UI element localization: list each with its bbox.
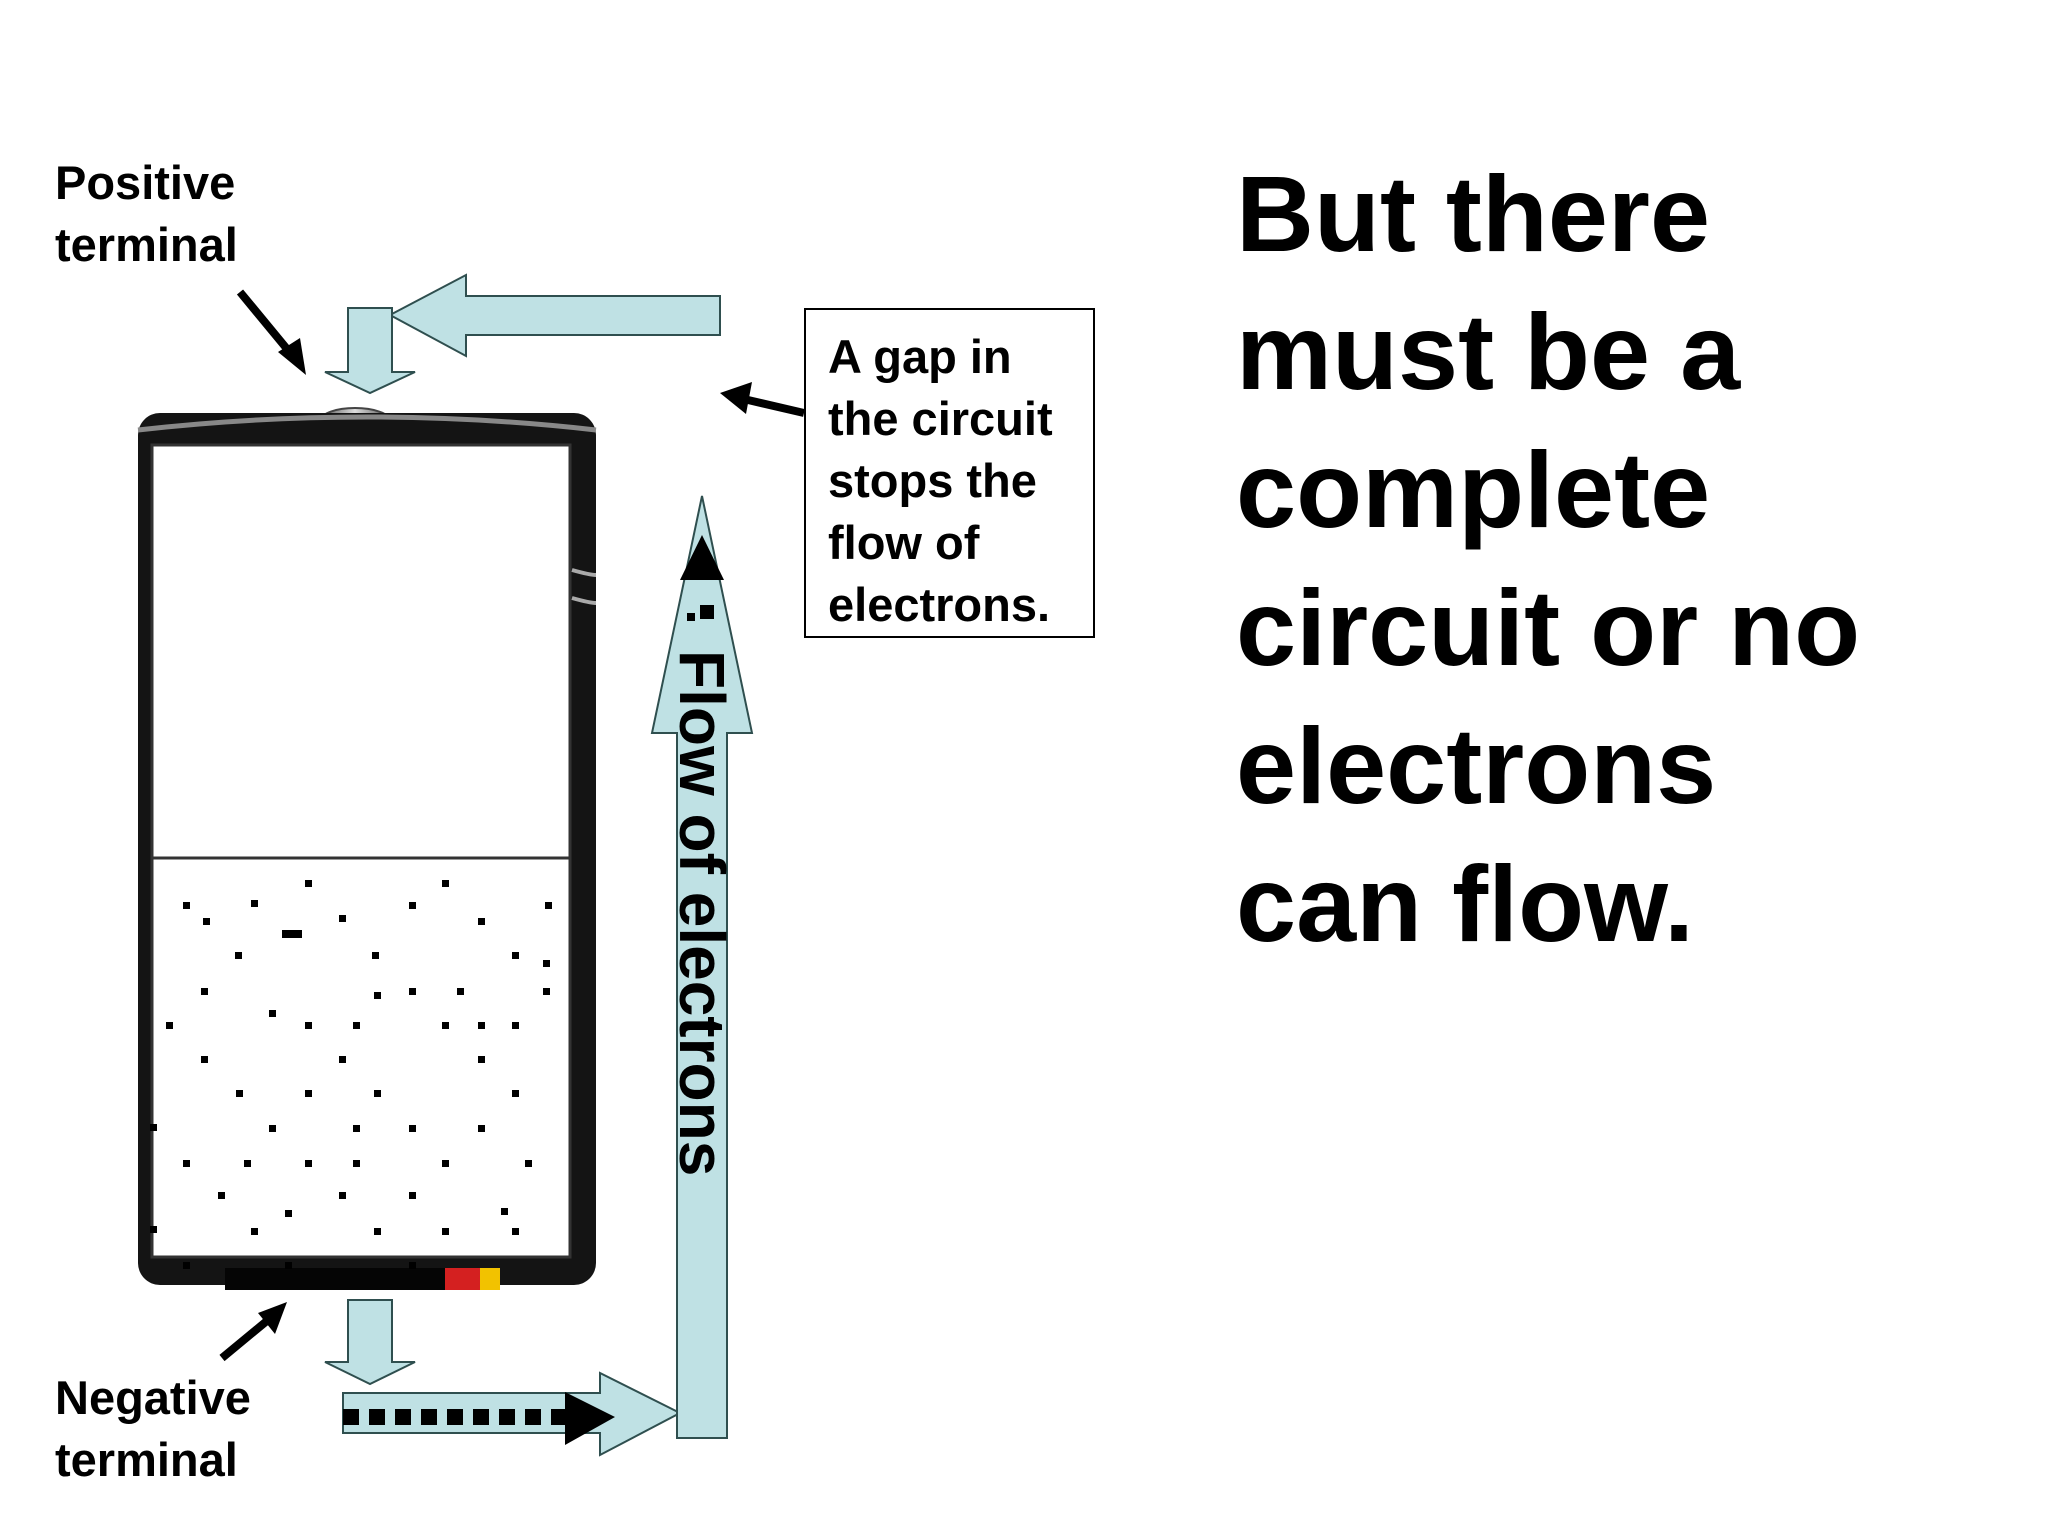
gap-note-text: A gap in the circuit stops the flow of e… [828,330,1053,631]
electron-dot [305,1022,312,1029]
electron-dot [409,988,416,995]
electron-dot [478,1125,485,1132]
electron-dot [150,1226,157,1233]
electron-dash [700,605,714,619]
electron-dot [543,960,550,967]
electron-dot [374,992,381,999]
electron-path-arrowhead-right [565,1392,615,1445]
electron-dot [442,1228,449,1235]
electron-dot [183,1160,190,1167]
electron-dot [353,1125,360,1132]
electron-dot [545,902,552,909]
pointer-arrow-icon [219,1302,287,1362]
electron-dot [353,1160,360,1167]
electron-dot [478,1056,485,1063]
electron-dot [409,1125,416,1132]
electron-dot [285,1210,292,1217]
electron-dot [339,1056,346,1063]
electron-dot [442,1160,449,1167]
electron-dot [478,1022,485,1029]
electron-dot [339,915,346,922]
main-statement: But there must be a complete circuit or … [1236,153,1861,964]
electron-dot [269,1125,276,1132]
pointer-arrow-icon [720,382,805,417]
electron-dash [700,563,714,575]
electron-dot [150,1124,157,1131]
electron-particles [150,880,552,1269]
electron-dot [203,918,210,925]
electron-dot [374,1090,381,1097]
electron-dash [282,930,302,938]
electron-dot [442,1022,449,1029]
electron-dot [512,1228,519,1235]
electron-dot [512,1090,519,1097]
electron-dot [409,1192,416,1199]
flow-of-electrons-label: Flow of electrons [666,650,738,1177]
electron-dot [442,880,449,887]
electron-dot [478,918,485,925]
negative-terminal-label: Negative terminal [55,1371,251,1486]
electron-dot [251,900,258,907]
electron-dot [183,902,190,909]
pointer-arrow-icon [236,289,306,375]
gap-note-box: A gap in the circuit stops the flow of e… [804,308,1095,638]
negative-down-block-arrow [324,1299,416,1386]
electron-dot [183,1262,190,1269]
electron-dot [409,1262,416,1269]
electron-dot [512,952,519,959]
electron-dot [305,1090,312,1097]
electron-dot [457,988,464,995]
electron-dot [201,1056,208,1063]
electron-dot [244,1160,251,1167]
vertical-up-block-arrow [650,495,754,1439]
electron-dot [374,1228,381,1235]
positive-terminal-label: Positive terminal [55,156,238,271]
electron-dot [543,988,550,995]
electron-dot [305,1160,312,1167]
electron-dot [409,902,416,909]
electron-dot [251,1228,258,1235]
electron-dot [372,952,379,959]
electron-dot [353,1022,360,1029]
electron-dot [201,988,208,995]
electron-dot [525,1160,532,1167]
electron-dot [218,1192,225,1199]
electron-dot [269,1010,276,1017]
electron-dot [166,1022,173,1029]
battery-icon [137,407,597,1290]
electron-dot [512,1022,519,1029]
electron-dot [305,880,312,887]
positive-down-block-arrow [324,307,416,395]
electron-dot [501,1208,508,1215]
electron-dot [285,1262,292,1269]
top-left-block-arrow [387,273,721,358]
electron-dot [339,1192,346,1199]
electron-dot [236,1090,243,1097]
electron-dash [687,613,695,621]
electron-dot [235,952,242,959]
